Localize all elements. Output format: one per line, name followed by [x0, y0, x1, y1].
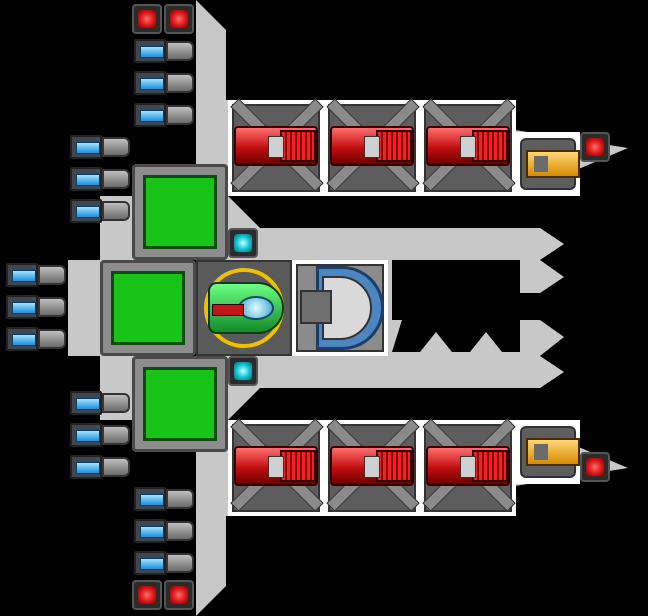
battery-icon[interactable] [580, 452, 610, 482]
cockpit-icon[interactable] [196, 260, 292, 356]
thruster-icon[interactable] [132, 548, 196, 578]
thruster-icon[interactable] [68, 420, 132, 450]
laser-icon[interactable] [228, 418, 324, 516]
laser-icon[interactable] [420, 418, 516, 516]
railgun-icon[interactable] [516, 132, 580, 196]
shield-generator-icon[interactable] [292, 260, 388, 356]
thruster-icon[interactable] [132, 516, 196, 546]
battery-icon[interactable] [132, 4, 162, 34]
thruster-icon[interactable] [132, 68, 196, 98]
reactor-icon[interactable] [132, 356, 228, 452]
thruster-icon[interactable] [4, 292, 68, 322]
thruster-icon[interactable] [68, 196, 132, 226]
thruster-icon[interactable] [68, 164, 132, 194]
thruster-icon[interactable] [132, 36, 196, 66]
laser-icon[interactable] [420, 98, 516, 196]
thruster-icon[interactable] [4, 260, 68, 290]
battery-icon[interactable] [580, 132, 610, 162]
gyroscope-icon[interactable] [228, 356, 258, 386]
thruster-icon[interactable] [68, 452, 132, 482]
laser-icon[interactable] [324, 98, 420, 196]
battery-icon[interactable] [164, 580, 194, 610]
battery-icon[interactable] [164, 4, 194, 34]
thruster-icon[interactable] [68, 132, 132, 162]
thruster-icon[interactable] [4, 324, 68, 354]
thruster-icon[interactable] [132, 484, 196, 514]
gyroscope-icon[interactable] [228, 228, 258, 258]
railgun-icon[interactable] [516, 420, 580, 484]
reactor-icon[interactable] [132, 164, 228, 260]
thruster-icon[interactable] [132, 100, 196, 130]
thruster-icon[interactable] [68, 388, 132, 418]
reactor-icon[interactable] [100, 260, 196, 356]
battery-icon[interactable] [132, 580, 162, 610]
laser-icon[interactable] [228, 98, 324, 196]
laser-icon[interactable] [324, 418, 420, 516]
